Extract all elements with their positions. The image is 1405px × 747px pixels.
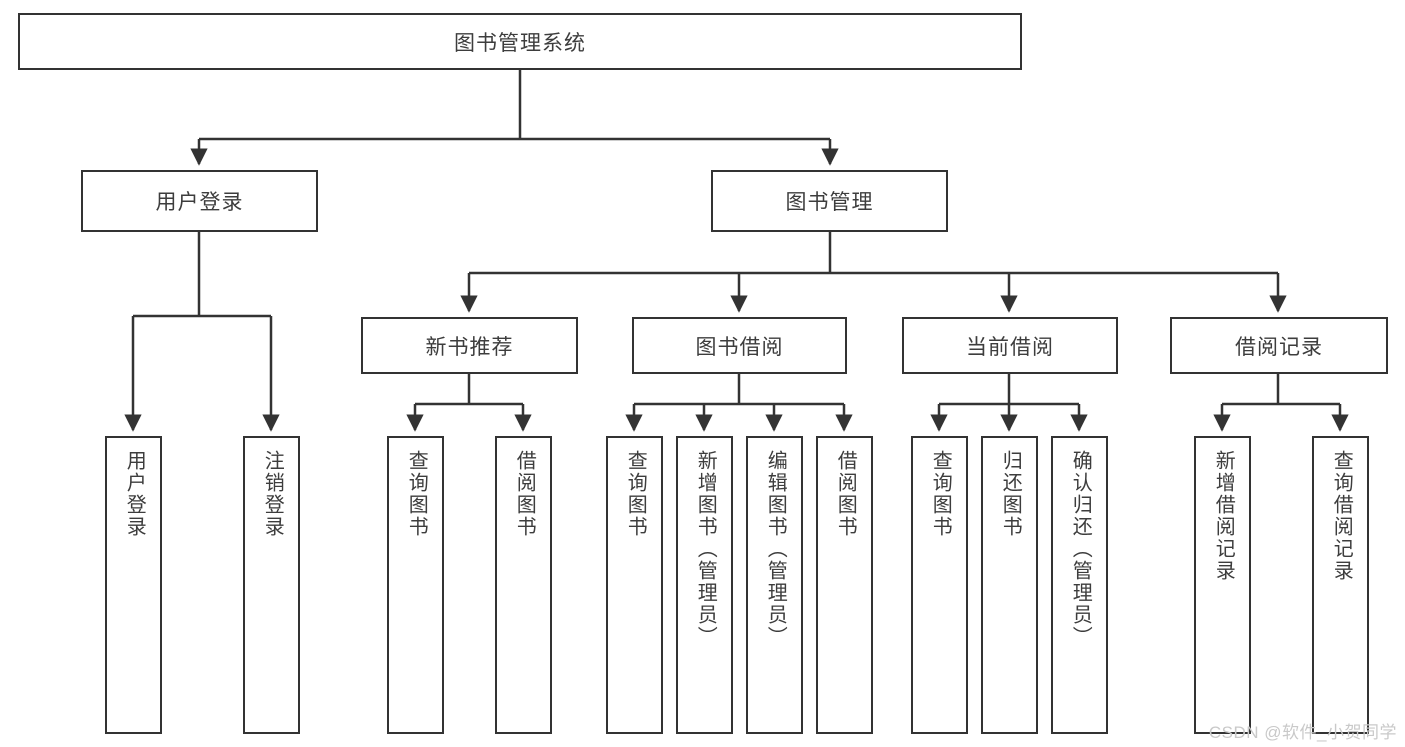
node-label: 用户登录 — [123, 450, 146, 538]
node-label: 新书推荐 — [425, 335, 514, 359]
node-label: 注销登录 — [261, 450, 284, 538]
node-current-borrow[interactable]: 当前借阅 — [902, 317, 1118, 374]
node-label: 查询图书 — [405, 450, 428, 538]
node-label: 查询图书 — [624, 450, 647, 538]
node-new-book-recommend[interactable]: 新书推荐 — [361, 317, 578, 374]
leaf-new-book-borrow-book[interactable]: 借阅图书 — [495, 436, 552, 734]
node-label: 新增图书（管理员） — [694, 450, 717, 648]
leaf-current-borrow-query-book[interactable]: 查询图书 — [911, 436, 968, 734]
leaf-book-borrow-edit-book-admin[interactable]: 编辑图书（管理员） — [746, 436, 803, 734]
node-root-book-management-system[interactable]: 图书管理系统 — [18, 13, 1022, 70]
node-label: 借阅图书 — [834, 450, 857, 538]
node-label: 编辑图书（管理员） — [764, 450, 787, 648]
node-label: 借阅记录 — [1235, 335, 1323, 359]
node-book-borrow[interactable]: 图书借阅 — [632, 317, 847, 374]
node-label: 借阅图书 — [513, 450, 536, 538]
leaf-borrow-record-add-record[interactable]: 新增借阅记录 — [1194, 436, 1251, 734]
node-borrow-record[interactable]: 借阅记录 — [1170, 317, 1388, 374]
leaf-book-borrow-borrow-book[interactable]: 借阅图书 — [816, 436, 873, 734]
node-user-login[interactable]: 用户登录 — [81, 170, 318, 232]
node-label: 新增借阅记录 — [1212, 450, 1235, 582]
node-label: 归还图书 — [999, 450, 1022, 538]
leaf-new-book-query-book[interactable]: 查询图书 — [387, 436, 444, 734]
node-label: 图书管理 — [785, 191, 874, 214]
leaf-current-borrow-return-book[interactable]: 归还图书 — [981, 436, 1038, 734]
node-label: 用户登录 — [155, 191, 244, 214]
leaf-user-login-logout[interactable]: 注销登录 — [243, 436, 300, 734]
leaf-user-login-login[interactable]: 用户登录 — [105, 436, 162, 734]
node-label: 图书借阅 — [695, 335, 784, 359]
leaf-borrow-record-query-record[interactable]: 查询借阅记录 — [1312, 436, 1369, 734]
leaf-book-borrow-query-book[interactable]: 查询图书 — [606, 436, 663, 734]
node-label: 当前借阅 — [966, 335, 1054, 359]
leaf-book-borrow-add-book-admin[interactable]: 新增图书（管理员） — [676, 436, 733, 734]
node-book-management[interactable]: 图书管理 — [711, 170, 948, 232]
node-label: 确认归还（管理员） — [1069, 450, 1092, 648]
node-label: 查询图书 — [929, 450, 952, 538]
node-label: 查询借阅记录 — [1330, 450, 1353, 582]
node-label: 图书管理系统 — [454, 31, 586, 55]
leaf-current-borrow-confirm-return-admin[interactable]: 确认归还（管理员） — [1051, 436, 1108, 734]
